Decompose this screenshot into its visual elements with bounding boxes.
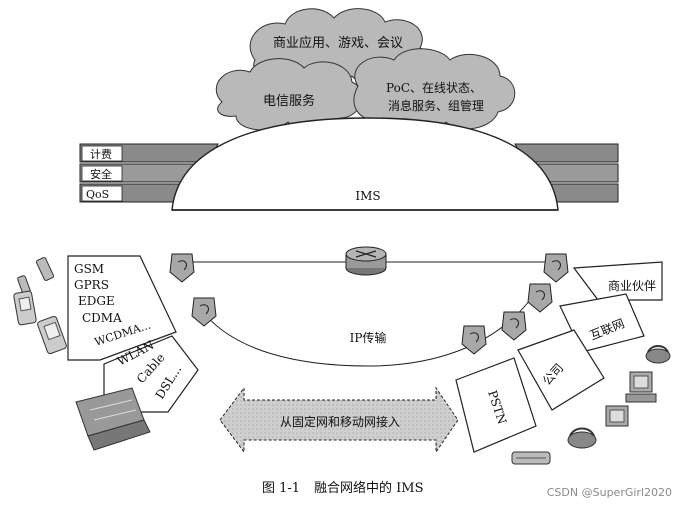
gateway-icon-left-1 <box>169 253 195 283</box>
access-box-internet: 互联网 <box>559 293 645 353</box>
bar-label-box-1 <box>81 145 123 162</box>
cloud-top-label: 商业应用、游戏、会议 <box>273 35 403 51</box>
bar-label-charging: 计费 <box>90 148 112 161</box>
access-cdma: CDMA <box>82 311 122 325</box>
pda-icon-left-1 <box>13 290 37 326</box>
bar-label-box-3 <box>81 185 123 202</box>
bar-label-box-2 <box>81 165 123 182</box>
access-box-company: 公司 <box>517 329 605 411</box>
caption-text: 融合网络中的 IMS <box>314 480 424 496</box>
gateway-icon-right-3 <box>501 311 527 341</box>
cloud-right-label-1: PoC、在线状态、 <box>386 81 482 95</box>
router-icon <box>345 246 387 276</box>
watermark: CSDN @SuperGirl2020 <box>547 486 672 499</box>
laptop-icon-left <box>75 387 151 451</box>
ims-dome <box>171 117 559 211</box>
pda-icon-right <box>511 451 551 465</box>
access-box-partner: 商业伙伴 <box>572 261 663 301</box>
computer-icon-right <box>625 371 657 403</box>
cloud-right-label-2: 消息服务、组管理 <box>388 98 484 113</box>
access-gsm: GSM <box>74 262 104 276</box>
access-box-left-top: GSM GPRS EDGE CDMA WCDMA... <box>67 255 177 361</box>
access-arrow-label: 从固定网和移动网接入 <box>280 414 400 429</box>
bar-label-qos: QoS <box>86 188 109 201</box>
side-bars: 计费 安全 QoS <box>79 143 619 203</box>
phone-icon-right-1 <box>645 345 671 364</box>
caption-number: 图 1-1 <box>262 481 300 496</box>
gateway-icon-right-1 <box>543 253 569 283</box>
gateway-icon-right-4 <box>461 325 487 355</box>
access-partner: 商业伙伴 <box>608 278 656 293</box>
phone-icon-right-2 <box>567 427 597 449</box>
bar-label-security: 安全 <box>90 167 112 181</box>
access-arrow: 从固定网和移动网接入 <box>219 386 459 454</box>
ip-arc-line <box>199 299 531 367</box>
access-edge: EDGE <box>78 294 115 308</box>
gateway-icon-right-2 <box>527 283 553 313</box>
access-gprs: GPRS <box>74 278 109 292</box>
ip-transport-label: IP传输 <box>350 330 387 345</box>
ims-label: IMS <box>355 189 380 203</box>
phone-icon-left-1 <box>35 257 55 281</box>
gateway-icon-left-2 <box>191 297 217 327</box>
pda-icon-left-2 <box>37 315 67 355</box>
cloud-left-label: 电信服务 <box>263 93 315 109</box>
computer-icon-right-2 <box>605 405 629 427</box>
access-box-pstn: PSTN <box>455 357 537 453</box>
